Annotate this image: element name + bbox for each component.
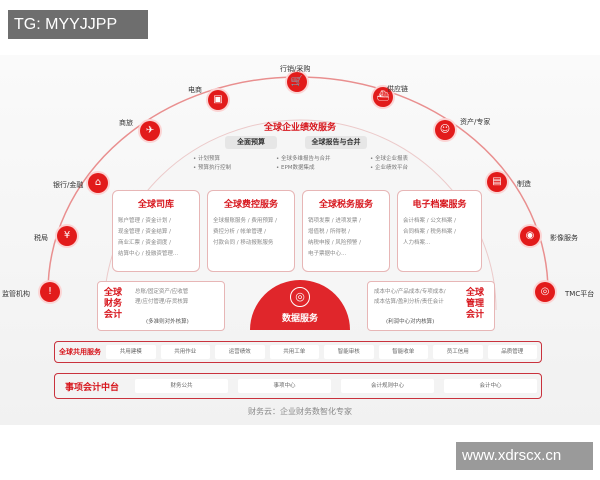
- camera-icon[interactable]: ◉: [520, 226, 540, 246]
- travel-icon[interactable]: ✈: [140, 121, 160, 141]
- outer-node-label: 资产/专家: [460, 118, 491, 126]
- shop-icon[interactable]: ▣: [208, 90, 228, 110]
- shared-item[interactable]: 共用建模: [106, 345, 156, 359]
- factory-icon[interactable]: ▤: [487, 172, 507, 192]
- watermark-bottom-right: www.xdrscx.cn: [456, 442, 593, 470]
- shared-item[interactable]: 运营绩效: [215, 345, 265, 359]
- financial-accounting-box[interactable]: 全球财务会计 总账/固定资产/应收管 理/应付管理/存货核算 (多准则对外核算): [97, 281, 225, 331]
- financial-accounting-title: 全球财务会计: [104, 288, 123, 320]
- outer-node-label: 商旅: [119, 119, 133, 127]
- shared-item[interactable]: 员工信用: [433, 345, 483, 359]
- pill-budget[interactable]: 全面预算: [225, 136, 277, 149]
- outer-node-label: 电商: [188, 86, 202, 94]
- fa-line: 总账/固定资产/应收管: [135, 289, 189, 295]
- pill-report[interactable]: 全球报告与合并: [305, 136, 367, 149]
- platform-item[interactable]: 事项中心: [238, 379, 332, 393]
- outer-node-label: TMC平台: [565, 290, 595, 298]
- card-archive[interactable]: 电子档案服务会计档案 / 公文档案 /合同档案 / 税务档案 /人力档案...: [397, 190, 482, 272]
- middle-platform-row: 事项会计中台 财务公共 事项中心 会计规则中心 会计中心: [54, 373, 542, 399]
- alarm-icon[interactable]: !: [40, 282, 60, 302]
- fa-line: 理/应付管理/存货核算: [135, 299, 189, 305]
- platform-item[interactable]: 财务公共: [135, 379, 229, 393]
- user-icon[interactable]: ☺: [435, 120, 455, 140]
- platform-item[interactable]: 会计中心: [444, 379, 538, 393]
- location-icon[interactable]: ◎: [535, 282, 555, 302]
- data-service-label[interactable]: 数据服务: [281, 314, 318, 324]
- shared-item[interactable]: 智能审核: [324, 345, 374, 359]
- outer-node-label: 影像服务: [550, 234, 578, 242]
- perf-col2: • 全球多维报告与合并• EPM数据集成: [276, 156, 331, 171]
- fa-note: (多准则对外核算): [146, 319, 189, 325]
- outer-node-label: 供应链: [387, 85, 408, 93]
- ma-line: 成本中心/产品成本/专项成本/: [374, 289, 446, 295]
- cart-icon[interactable]: 🛒: [287, 72, 307, 92]
- shared-item[interactable]: 共用工单: [269, 345, 319, 359]
- shared-item[interactable]: 智能收单: [378, 345, 428, 359]
- watermark-top-left: TG: MYYJJPP: [8, 10, 148, 39]
- outer-node-label: 银行/金融: [53, 181, 84, 189]
- perf-col1: • 计划预算• 预算执行控制: [193, 156, 231, 171]
- shared-item[interactable]: 共用作业: [160, 345, 210, 359]
- outer-node-label: 行销/采购: [280, 65, 311, 73]
- tax-icon[interactable]: ¥: [57, 226, 77, 246]
- target-icon: ◎: [290, 287, 310, 307]
- perf-col3: • 全球企业报表• 企业绩效平台: [370, 156, 408, 171]
- management-accounting-title: 全球管理会计: [466, 288, 485, 320]
- management-accounting-box[interactable]: 成本中心/产品成本/专项成本/ 成本估算/盈利分析/责任会计 (利润中心对内核算…: [367, 281, 495, 331]
- platform-item[interactable]: 会计规则中心: [341, 379, 435, 393]
- shared-item[interactable]: 品质管理: [487, 345, 537, 359]
- bank-icon[interactable]: ⌂: [88, 173, 108, 193]
- tagline: 财务云：企业财务数智化专家: [248, 407, 352, 416]
- performance-title: 全球企业绩效服务: [263, 123, 336, 133]
- outer-node-label: 制造: [517, 180, 531, 188]
- outer-node-label: 税局: [34, 234, 48, 242]
- card-tax[interactable]: 全球税务服务销项发票 / 进项发票 /增值税 / 所得税 /纳税申报 / 风险预…: [302, 190, 390, 272]
- ma-note: (利润中心对内核算): [386, 319, 435, 325]
- middle-platform-label: 事项会计中台: [65, 382, 120, 393]
- shared-services-row: 全球共用服务 共用建模 共用作业 运营绩效 共用工单 智能审核 智能收单 员工信…: [54, 341, 542, 363]
- ship-icon[interactable]: ⛴: [373, 87, 393, 107]
- shared-services-label: 全球共用服务: [59, 348, 101, 356]
- card-treasury[interactable]: 全球司库账户管理 / 资金计划 /现金管理 / 资金结算 /商业汇票 / 资金调…: [112, 190, 200, 272]
- card-expense[interactable]: 全球费控服务全球报账服务 / 费用预算 /费控分析 / 帐单管理 /付款合同 /…: [207, 190, 295, 272]
- ma-line: 成本估算/盈利分析/责任会计: [374, 299, 444, 305]
- outer-node-label: 监管机构: [2, 290, 30, 298]
